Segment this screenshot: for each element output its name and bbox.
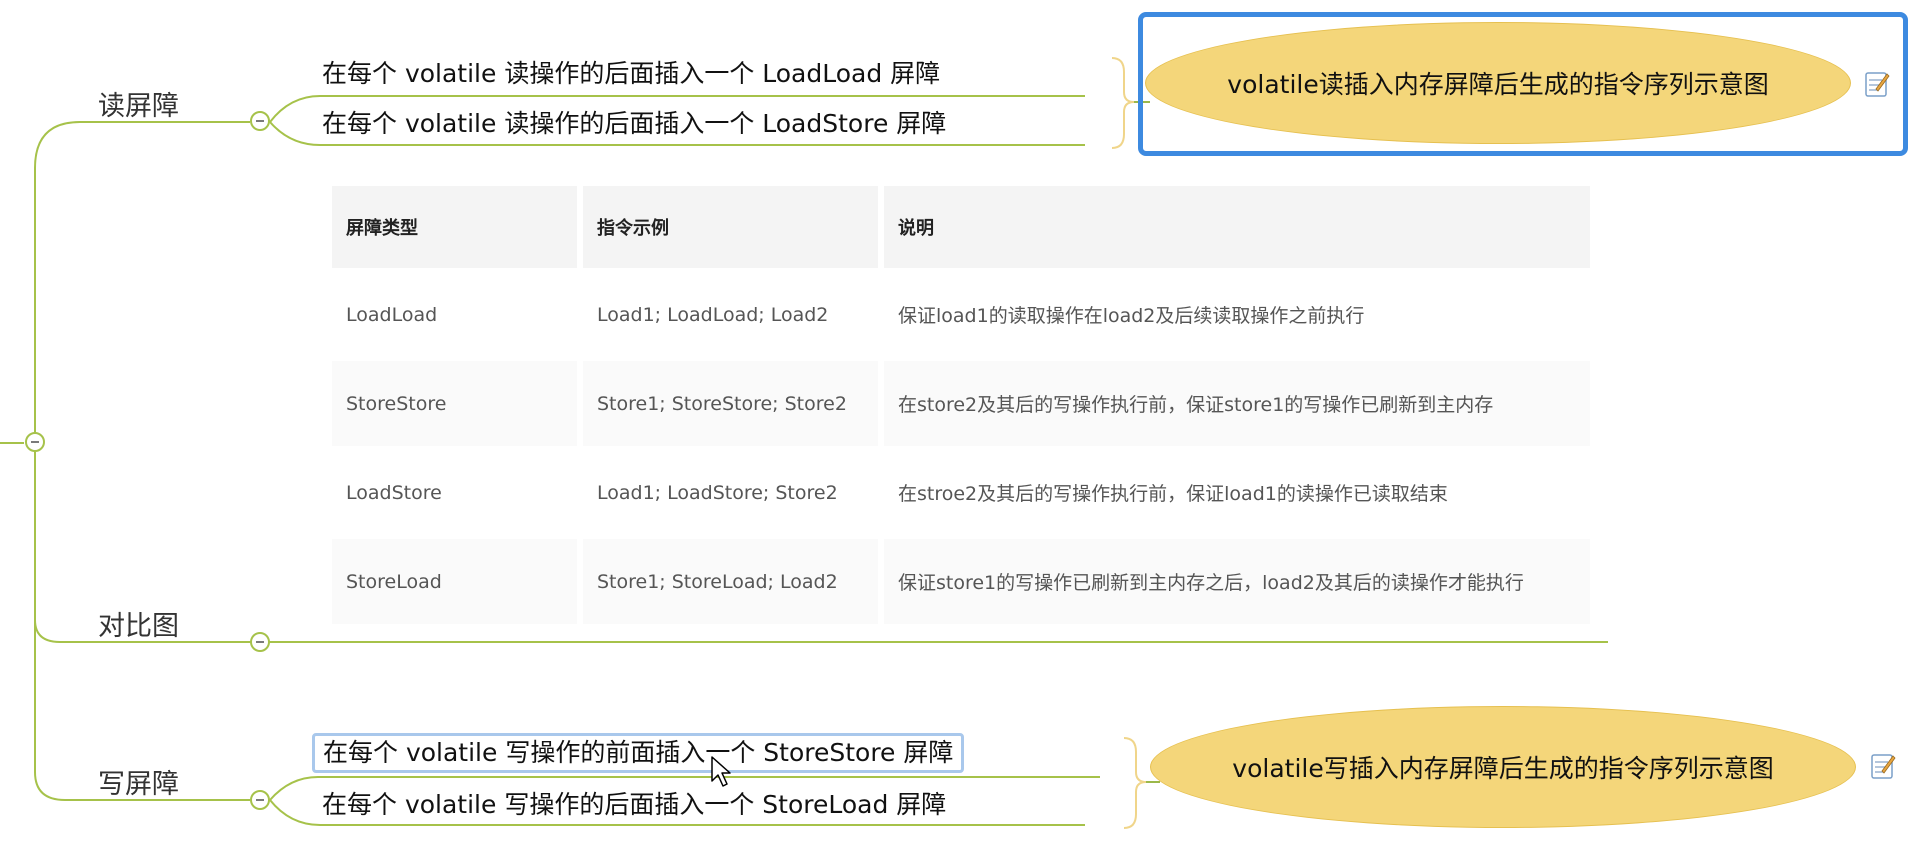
table-cell-example: Store1; StoreStore; Store2: [583, 361, 878, 446]
table-cell-example: Load1; LoadStore; Store2: [583, 450, 878, 535]
table-cell-type: StoreLoad: [332, 539, 577, 624]
table-cell-description: 保证load1的读取操作在load2及后续读取操作之前执行: [884, 272, 1590, 357]
note-edit-icon[interactable]: [1870, 752, 1896, 780]
branch-write-barrier-label[interactable]: 写屏障: [98, 769, 179, 800]
compare-branch-collapse-toggle[interactable]: [250, 632, 270, 652]
table-cell-example: Load1; LoadLoad; Load2: [583, 272, 878, 357]
table-row: LoadLoad Load1; LoadLoad; Load2 保证load1的…: [332, 272, 1590, 357]
write-callout-ellipse[interactable]: volatile写插入内存屏障后生成的指令序列示意图: [1150, 706, 1856, 828]
table-cell-type: StoreStore: [332, 361, 577, 446]
write-node-storeload[interactable]: 在每个 volatile 写操作的后面插入一个 StoreLoad 屏障: [322, 790, 947, 819]
read-node-loadload[interactable]: 在每个 volatile 读操作的后面插入一个 LoadLoad 屏障: [322, 59, 941, 88]
read-callout-ellipse[interactable]: volatile读插入内存屏障后生成的指令序列示意图: [1145, 22, 1851, 144]
read-callout-selection-frame: [1138, 12, 1908, 156]
barrier-comparison-table: 屏障类型 指令示例 说明 LoadLoad Load1; LoadLoad; L…: [326, 182, 1596, 632]
read-node-loadstore[interactable]: 在每个 volatile 读操作的后面插入一个 LoadStore 屏障: [322, 109, 947, 138]
table-header-description: 说明: [884, 186, 1590, 268]
table-row: StoreLoad Store1; StoreLoad; Load2 保证sto…: [332, 539, 1590, 624]
write-branch-collapse-toggle[interactable]: [250, 790, 270, 810]
table-header-barrier-type: 屏障类型: [332, 186, 577, 268]
mouse-cursor-icon: [711, 756, 731, 787]
write-node-storestore[interactable]: 在每个 volatile 写操作的前面插入一个 StoreStore 屏障: [312, 733, 965, 773]
branch-read-barrier-label[interactable]: 读屏障: [98, 91, 179, 122]
table-cell-type: LoadStore: [332, 450, 577, 535]
table-cell-example: Store1; StoreLoad; Load2: [583, 539, 878, 624]
table-row: LoadStore Load1; LoadStore; Store2 在stro…: [332, 450, 1590, 535]
table-cell-description: 在store2及其后的写操作执行前，保证store1的写操作已刷新到主内存: [884, 361, 1590, 446]
table-cell-description: 在stroe2及其后的写操作执行前，保证load1的读操作已读取结束: [884, 450, 1590, 535]
read-branch-collapse-toggle[interactable]: [250, 111, 270, 131]
branch-compare-label[interactable]: 对比图: [98, 611, 179, 642]
note-edit-icon[interactable]: [1864, 70, 1890, 98]
table-cell-description: 保证store1的写操作已刷新到主内存之后，load2及其后的读操作才能执行: [884, 539, 1590, 624]
table-header-instruction-example: 指令示例: [583, 186, 878, 268]
table-cell-type: LoadLoad: [332, 272, 577, 357]
table-row: StoreStore Store1; StoreStore; Store2 在s…: [332, 361, 1590, 446]
root-collapse-toggle[interactable]: [25, 432, 45, 452]
